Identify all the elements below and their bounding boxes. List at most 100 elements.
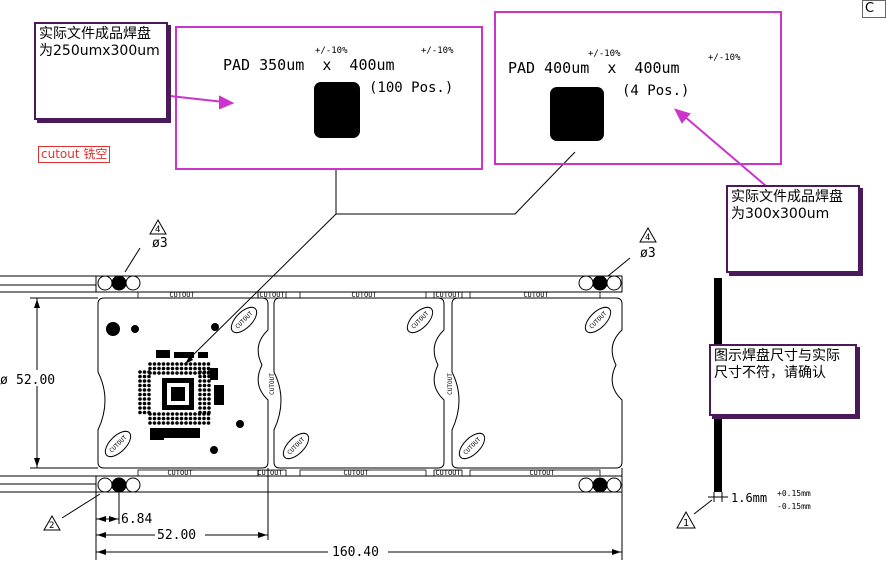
bga-pad — [179, 371, 184, 375]
cutout-label: CUTOUT — [410, 310, 431, 331]
bga-pad — [161, 362, 166, 366]
bga-pad — [198, 383, 202, 388]
bga-pad — [202, 410, 207, 415]
cutout-label: CUTOUT — [108, 434, 129, 455]
bga-pad — [142, 401, 147, 406]
board-outlines — [97, 297, 623, 469]
bga-pad — [161, 412, 166, 416]
bga-pad — [207, 383, 211, 388]
bga-pad — [138, 374, 142, 379]
bga-pad — [175, 366, 179, 371]
dim-arrowheads — [97, 516, 621, 555]
bga-pad — [193, 416, 197, 421]
note-pad-300x300: 实际文件成品焊盘为300x300um — [726, 185, 860, 273]
bga-pad — [142, 397, 147, 401]
bga-pad — [206, 366, 211, 371]
bga-pad — [138, 392, 142, 397]
bga-pad — [161, 371, 166, 375]
top-rail — [95, 275, 623, 293]
bga-pad — [138, 397, 142, 401]
bga-pad — [166, 362, 170, 366]
bga-pad — [184, 362, 188, 366]
bga-pad — [148, 366, 152, 371]
bga-pad — [161, 366, 166, 371]
bga-pad — [166, 416, 170, 421]
bga-pad — [175, 371, 179, 375]
bga-pad — [170, 421, 175, 425]
bga-pad — [188, 362, 193, 366]
cutout-label: CUTOUT — [588, 310, 609, 331]
bga-pad — [207, 401, 211, 406]
bga-pad — [166, 421, 170, 425]
height-value: 52.00 — [16, 373, 55, 388]
bga-pad — [142, 374, 147, 379]
svg-text:4: 4 — [155, 225, 160, 235]
pad1-shape — [314, 82, 360, 138]
bga-pad — [202, 392, 207, 397]
bga-pad — [152, 366, 157, 371]
bga-pad — [142, 392, 147, 397]
svg-text:ø3: ø3 — [152, 236, 168, 251]
cutout-label: CUTOUT — [462, 436, 483, 457]
pad2-tol-a: +/-10% — [588, 49, 621, 59]
bga-pad — [166, 371, 170, 375]
bga-pad — [142, 406, 147, 410]
cutout-ellipses — [104, 306, 612, 460]
bga-pad — [197, 416, 202, 421]
bga-pad — [193, 371, 197, 375]
bga-pad — [147, 401, 151, 406]
cutout-label: CUTOUT — [351, 291, 377, 299]
cutout-label: CUTOUT — [523, 291, 549, 299]
bga-pad — [202, 366, 206, 371]
bga-pad — [184, 416, 188, 421]
note-size-mismatch: 图示焊盘尺寸与实际尺寸不符，请确认 — [709, 344, 857, 416]
bga-pad — [170, 412, 175, 416]
bga-pad — [193, 421, 197, 425]
bga-pad — [152, 421, 157, 425]
pitch-dim: 52.00 — [157, 528, 196, 543]
bga-pad — [188, 366, 193, 371]
cutout-label: CUTOUT — [435, 469, 461, 477]
bga-pad — [170, 362, 175, 366]
cutout-label: CUTOUT — [167, 469, 193, 477]
cutout-label: CUTOUT — [447, 373, 454, 395]
bga-pad — [138, 388, 142, 392]
marker-4-left: 4 ø3 — [124, 218, 168, 273]
bga-pad — [147, 397, 151, 401]
bga-pad — [202, 371, 206, 375]
cutout-label: CUTOUT — [286, 436, 307, 457]
bga-pad — [166, 366, 170, 371]
cutout-label: CUTOUT — [234, 310, 255, 331]
bga-pad-array — [138, 362, 211, 425]
pad-leaders — [187, 151, 576, 361]
bga-pad — [152, 362, 157, 366]
cutout-label: CUTOUT — [435, 291, 461, 299]
bga-pad — [198, 406, 202, 410]
pad2-count: (4 Pos.) — [622, 83, 690, 99]
svg-text:4: 4 — [645, 233, 650, 243]
bga-pad — [202, 397, 207, 401]
bga-pad — [188, 421, 193, 425]
bga-pad — [152, 412, 157, 416]
marker-4-right: 4 ø3 — [607, 226, 657, 277]
pad-callout-1: +/-10% +/-10% PAD 350um x 400um (100 Pos… — [175, 26, 483, 170]
bga-pad — [142, 383, 147, 388]
bga-pad — [198, 374, 202, 379]
height-arrow-bottom — [34, 458, 40, 467]
bga-pad — [157, 412, 161, 416]
bga-pad — [207, 370, 211, 374]
bga-pad — [179, 366, 184, 371]
bga-pad — [179, 412, 184, 416]
bga-pad — [170, 371, 175, 375]
bga-pad — [202, 388, 207, 392]
pad1-tol-b: +/-10% — [421, 46, 454, 56]
bga-pad — [198, 410, 202, 415]
bga-pad — [157, 366, 161, 371]
bga-pad — [147, 410, 151, 415]
bga-pad — [197, 362, 202, 366]
bga-pad — [188, 371, 193, 375]
cutout-label: CUTOUT — [529, 469, 555, 477]
cutout-label: CUTOUT — [257, 469, 283, 477]
bga-pad — [147, 370, 151, 374]
